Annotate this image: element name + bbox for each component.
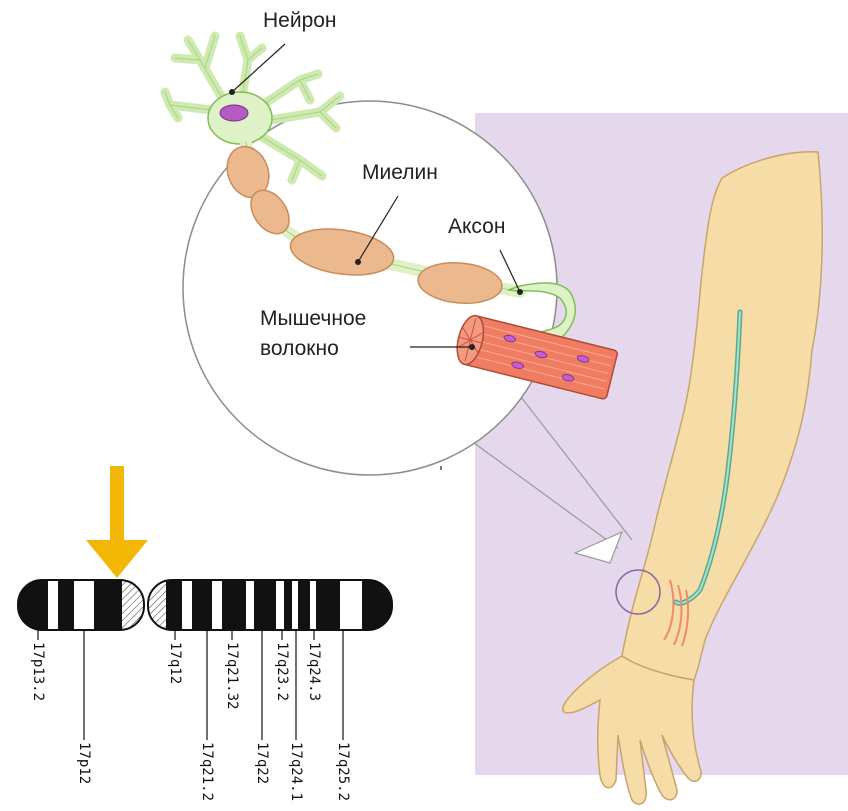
band-label: 17q22 bbox=[254, 742, 270, 784]
band-label: 17q21.32 bbox=[224, 642, 240, 709]
band-label: 17q25.2 bbox=[335, 742, 351, 801]
label-myelin: Миелин bbox=[362, 160, 438, 185]
band-label: 17p13.2 bbox=[30, 642, 46, 701]
label-neuron: Нейрон bbox=[263, 8, 337, 33]
band-label: 17q23.2 bbox=[274, 642, 290, 701]
band-label: 17q12 bbox=[167, 642, 183, 684]
label-axon: Аксон bbox=[448, 214, 505, 239]
label-muscle-fiber-line1: Мышечное bbox=[260, 306, 366, 331]
neuron-nucleus bbox=[220, 105, 248, 121]
chromosome-17 bbox=[18, 580, 392, 740]
down-arrow-icon bbox=[86, 466, 148, 578]
band-label: 17q21.2 bbox=[199, 742, 215, 801]
band-label: 17p12 bbox=[76, 742, 92, 784]
band-label: 17q24.1 bbox=[288, 742, 304, 801]
label-muscle-fiber-line2: волокно bbox=[260, 336, 339, 361]
band-label: 17q24.3 bbox=[306, 642, 322, 701]
